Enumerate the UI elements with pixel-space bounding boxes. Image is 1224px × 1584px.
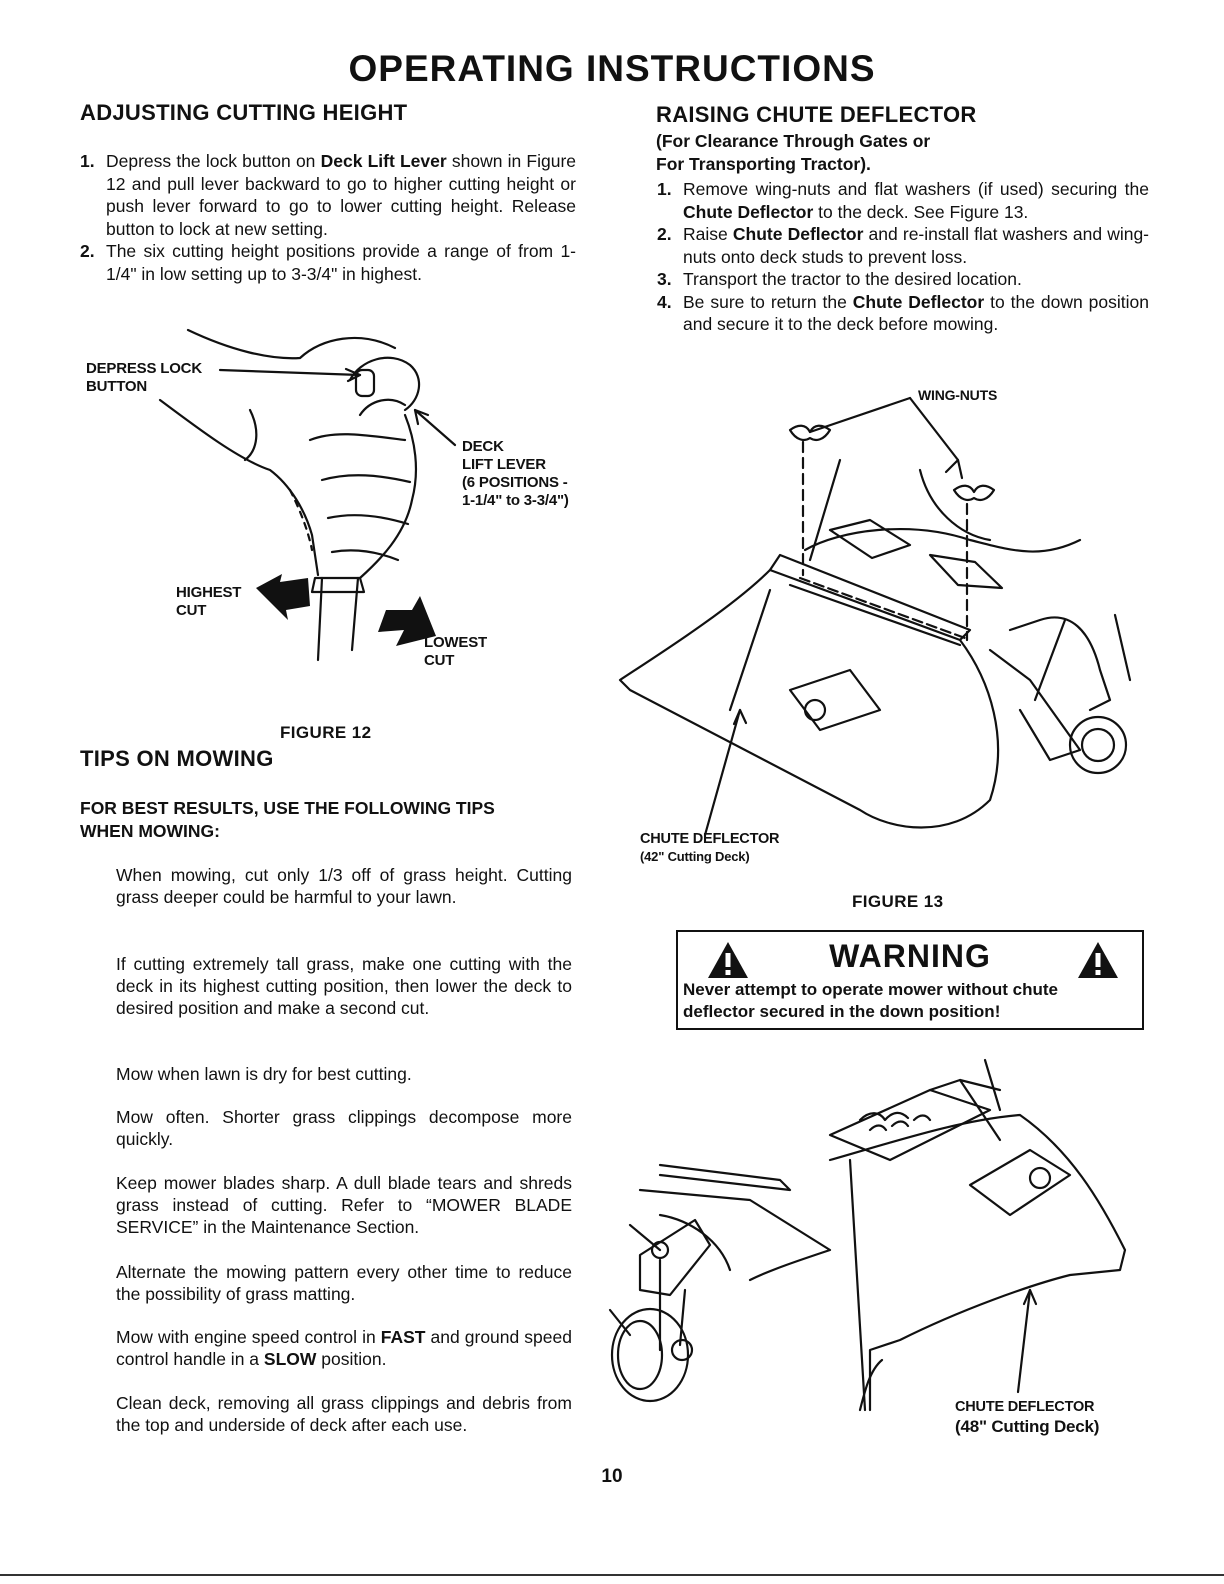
tip-paragraph: Keep mower blades sharp. A dull blade te…	[116, 1173, 572, 1237]
page-number: 10	[601, 1466, 623, 1487]
list-item: 2.The six cutting height positions provi…	[80, 241, 576, 284]
fig13-label-wing-nuts: WING-NUTS	[918, 387, 998, 403]
tips-heading: TIPS ON MOWING	[80, 746, 274, 771]
figure-13-caption: FIGURE 13	[852, 892, 944, 911]
list-item: 4.Be sure to return the Chute Deflector …	[657, 291, 1149, 335]
warning-title: WARNING	[829, 938, 991, 974]
chute-heading: RAISING CHUTE DEFLECTOR	[656, 102, 977, 127]
fig13-label-chute-deflector: CHUTE DEFLECTOR (42" Cutting Deck)	[640, 831, 780, 864]
tip-paragraph: When mowing, cut only 1/3 off of grass h…	[116, 865, 572, 907]
warning-triangle-icon	[708, 942, 748, 978]
list-item: 1.Depress the lock button on Deck Lift L…	[80, 151, 577, 239]
fig12-label-highest-cut: HIGHEST CUT	[176, 584, 242, 619]
warning-text: Never attempt to operate mower without c…	[683, 980, 1058, 1021]
list-item: 3.Transport the tractor to the desired l…	[657, 269, 1022, 289]
tip-paragraph: Mow with engine speed control in FAST an…	[116, 1327, 572, 1369]
warning-triangle-icon	[1078, 942, 1118, 978]
fig12-label-depress: DEPRESS LOCK BUTTON	[86, 360, 202, 395]
deck-48-illustration	[608, 1058, 1127, 1412]
list-item: 1.Remove wing-nuts and flat washers (if …	[657, 179, 1149, 222]
list-item: 2.Raise Chute Deflector and re-install f…	[657, 224, 1150, 267]
tip-paragraph: If cutting extremely tall grass, make on…	[116, 954, 572, 1018]
tip-paragraph: Clean deck, removing all grass clippings…	[116, 1393, 572, 1435]
cutting-height-heading: ADJUSTING CUTTING HEIGHT	[80, 100, 408, 125]
figure-12-illustration	[158, 328, 457, 662]
bottom-rule	[0, 1574, 1224, 1576]
tips-intro: FOR BEST RESULTS, USE THE FOLLOWING TIPS…	[80, 798, 495, 841]
fig12-label-lowest-cut: LOWEST CUT	[424, 634, 487, 669]
warning-box: WARNING Never attempt to operate mower w…	[676, 930, 1144, 1030]
page-title: OPERATING INSTRUCTIONS	[348, 48, 876, 89]
chute-subheading: (For Clearance Through Gates or For Tran…	[656, 131, 931, 174]
cutting-height-steps: 1.Depress the lock button on Deck Lift L…	[80, 150, 576, 285]
chute-steps: 1.Remove wing-nuts and flat washers (if …	[657, 178, 1149, 336]
deck48-label-chute-deflector: CHUTE DEFLECTOR (48" Cutting Deck)	[955, 1399, 1100, 1436]
figure-13-illustration	[618, 396, 1132, 837]
fig12-label-deck-lift-lever: DECK LIFT LEVER (6 POSITIONS - 1-1/4" to…	[462, 438, 569, 509]
figure-12-caption: FIGURE 12	[280, 723, 372, 742]
tip-paragraph: Mow when lawn is dry for best cutting.	[116, 1064, 412, 1084]
tip-paragraph: Alternate the mowing pattern every other…	[116, 1262, 572, 1304]
tip-paragraph: Mow often. Shorter grass clippings decom…	[116, 1107, 572, 1149]
